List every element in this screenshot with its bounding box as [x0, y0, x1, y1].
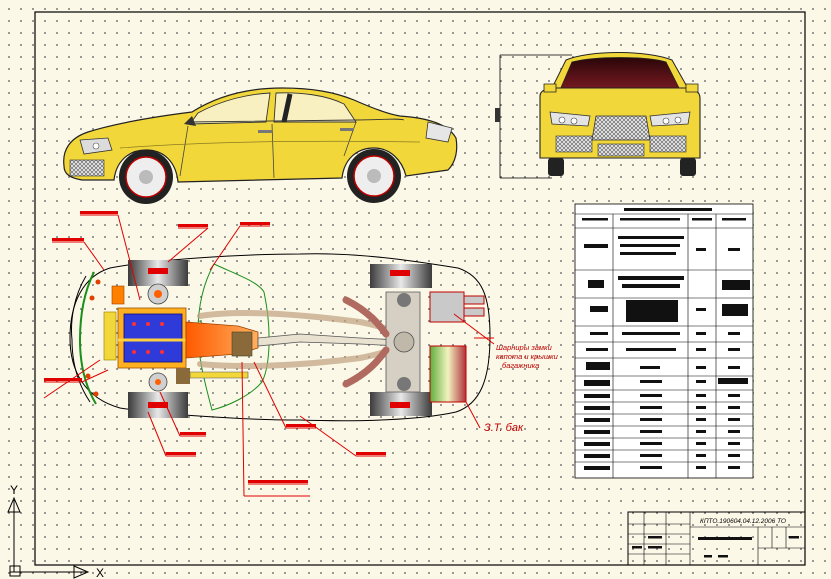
- ucs-y-label: Y: [10, 483, 18, 497]
- hinges-label-line-3: багажника: [502, 361, 539, 370]
- rear-wheel-side: [347, 149, 401, 203]
- fuel-tank: [429, 345, 467, 403]
- chassis-top-view: [69, 253, 491, 422]
- red-leader-lines: [43, 214, 495, 497]
- car-side-view: [63, 87, 458, 204]
- ucs-x-label: X: [96, 566, 104, 579]
- title-block-code: КПТО.190604.04.12.2006 ТО: [700, 518, 786, 525]
- front-wheel-side: [119, 150, 173, 204]
- hinges-label-line-2: капота и крышки: [496, 352, 559, 361]
- red-label-bars: [44, 211, 386, 483]
- title-block: КПТО.190604.04.12.2006 ТО: [627, 511, 806, 566]
- specification-table: [574, 203, 754, 479]
- engine: [117, 283, 187, 392]
- drawing-frame: [34, 11, 806, 566]
- ucs-axis-icon: Y X: [7, 483, 104, 579]
- hinges-label-line-1: Шарниры замки: [496, 343, 553, 352]
- fuel-tank-label: З.Т. бак: [484, 422, 524, 434]
- car-front-view: [495, 52, 701, 179]
